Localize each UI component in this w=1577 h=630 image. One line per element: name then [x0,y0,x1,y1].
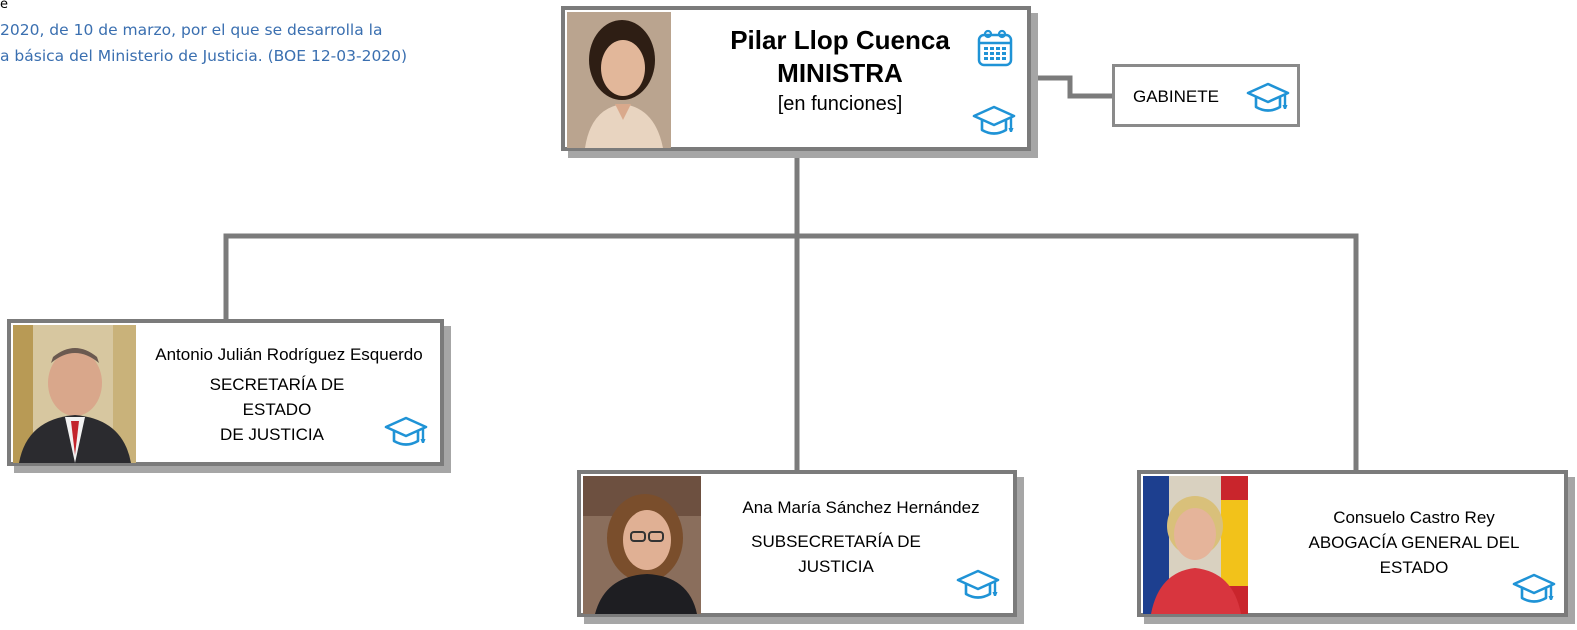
graduation-cap-icon[interactable] [971,104,1017,145]
sec-estado-role-line-2: ESTADO [242,400,312,419]
calendar-icon[interactable] [975,28,1015,73]
graduation-cap-icon[interactable] [383,415,429,456]
subsecretaria-role: SUBSECRETARÍA DE JUSTICIA [731,529,941,579]
subsecretaria-role-line-2: JUSTICIA [798,557,874,576]
header-line-2: a básica del Ministerio de Justicia. (BO… [0,47,408,65]
graduation-cap-icon[interactable] [1511,572,1557,613]
connector-horizontal [223,233,1359,472]
gabinete-card: GABINETE [1112,64,1300,127]
sec-estado-role-line-3: DE JUSTICIA [220,425,324,444]
minister-portrait [567,12,671,148]
minister-card: Pilar Llop Cuenca MINISTRA [en funciones… [561,6,1031,151]
abogacia-role-line-2: ESTADO [1379,558,1449,577]
minister-status: [en funciones] [777,93,903,115]
header-cut-letter: e [0,0,8,12]
abogacia-text: Consuelo Castro Rey ABOGACÍA GENERAL DEL… [1279,505,1549,580]
abogacia-portrait [1143,476,1248,614]
abogacia-role-line-1: ABOGACÍA GENERAL DEL [1308,533,1520,552]
abogacia-card: Consuelo Castro Rey ABOGACÍA GENERAL DEL… [1137,470,1568,617]
sec-estado-role-line-1: SECRETARÍA DE [209,375,345,394]
abogacia-name: Consuelo Castro Rey [1333,508,1495,527]
minister-role: MINISTRA [777,58,903,88]
header-line-1: 2020, de 10 de marzo, por el que se desa… [0,21,383,39]
minister-photo [567,12,671,148]
sec-estado-name: Antonio Julián Rodríguez Esquerdo [155,345,423,364]
subsecretaria-card: Ana María Sánchez Hernández SUBSECRETARÍ… [577,470,1017,617]
sec-estado-card: Antonio Julián Rodríguez Esquerdo SECRET… [7,319,444,466]
subsecretaria-role-line-1: SUBSECRETARÍA DE [751,532,921,551]
sec-estado-portrait [13,325,136,463]
sec-estado-role: SECRETARÍA DE ESTADO DE JUSTICIA [161,372,393,447]
subsecretaria-name: Ana María Sánchez Hernández [742,498,980,517]
subsecretaria-portrait [583,476,701,614]
minister-name: Pilar Llop Cuenca [730,25,950,55]
sec-estado-photo [13,325,136,463]
sec-estado-text: Antonio Julián Rodríguez Esquerdo [143,343,435,371]
graduation-cap-icon[interactable] [955,568,1001,609]
connector-gabinete [1034,75,1113,99]
minister-text: Pilar Llop Cuenca MINISTRA [en funciones… [705,24,975,118]
gabinete-label: GABINETE [1133,87,1219,106]
graduation-cap-icon[interactable] [1245,81,1291,122]
abogacia-photo [1143,476,1248,614]
subsecretaria-text: Ana María Sánchez Hernández [721,496,1001,528]
subsecretaria-photo [583,476,701,614]
